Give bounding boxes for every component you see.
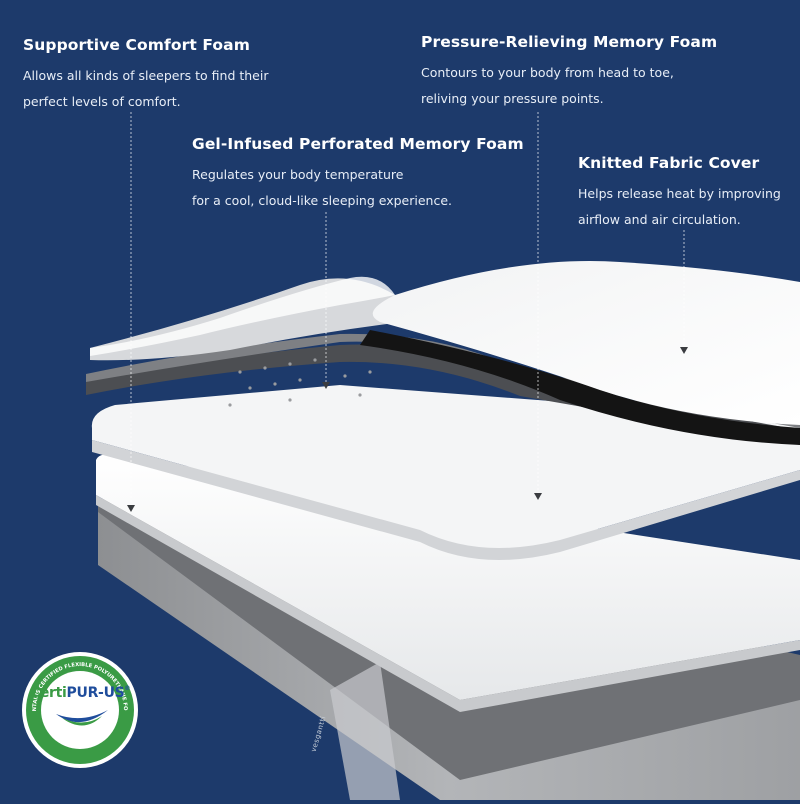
badge-brand: CertiPUR-US® — [22, 685, 138, 701]
callout-knitted-fabric-cover: Knitted Fabric Cover Helps release heat … — [578, 154, 781, 233]
callout-line: perfect levels of comfort. — [23, 94, 181, 109]
gel-foam-grey-layer — [86, 344, 800, 445]
knitted-cover-top — [372, 260, 800, 425]
pressure-foam-layer — [360, 330, 800, 445]
badge-center — [41, 671, 119, 749]
badge-swoosh-icon: CONTAINS CERTIFIED FLEXIBLE POLYURETHANE… — [22, 652, 128, 750]
callout-line: Allows all kinds of sleepers to find the… — [23, 68, 269, 83]
support-foam-layer — [96, 454, 800, 700]
perforation-dots — [228, 358, 372, 407]
badge-top-arc-text: CONTAINS CERTIFIED FLEXIBLE POLYURETHANE… — [22, 652, 128, 711]
callout-title: Supportive Comfort Foam — [23, 36, 250, 54]
svg-text:WWW.CERTIPUR.US: WWW.CERTIPUR.US — [51, 733, 109, 750]
badge-registered-mark: ® — [124, 685, 131, 692]
callout-line: for a cool, cloud-like sleeping experien… — [192, 193, 453, 208]
callout-line: Contours to your body from head to toe, — [421, 65, 674, 80]
callout-title: Gel-Infused Perforated Memory Foam — [192, 135, 524, 153]
badge-brand-part1: Certi — [29, 685, 67, 701]
callout-line: airflow and air circulation. — [578, 212, 741, 227]
badge-brand-part2: PUR-US — [66, 685, 125, 701]
gel-foam-white-slab — [91, 385, 800, 548]
callout-pressure-relieving-memory-foam: Pressure-Relieving Memory Foam Contours … — [421, 33, 717, 112]
base-layer-side — [98, 512, 800, 800]
callout-line: reliving your pressure points. — [421, 91, 604, 106]
callout-line: Helps release heat by improving — [578, 186, 781, 201]
certipur-us-badge: CONTAINS CERTIFIED FLEXIBLE POLYURETHANE… — [22, 652, 138, 768]
svg-text:CONTAINS CERTIFIED FLEXIBLE PO: CONTAINS CERTIFIED FLEXIBLE POLYURETHANE… — [22, 652, 128, 711]
callout-supportive-comfort-foam: Supportive Comfort Foam Allows all kinds… — [23, 36, 268, 115]
callout-gel-infused-memory-foam: Gel-Infused Perforated Memory Foam Regul… — [192, 135, 524, 214]
callout-title: Pressure-Relieving Memory Foam — [421, 33, 718, 51]
badge-bottom-arc-text: WWW.CERTIPUR.US — [51, 733, 109, 750]
callout-line: Regulates your body temperature — [192, 167, 404, 182]
base-corner-band — [330, 662, 400, 800]
callout-title: Knitted Fabric Cover — [578, 154, 760, 172]
